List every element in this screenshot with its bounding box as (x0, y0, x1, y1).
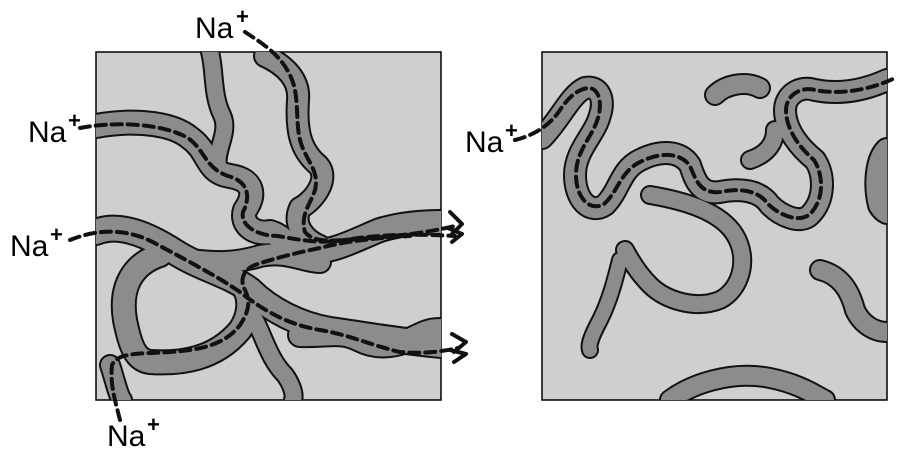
right-panel-disconnected (513, 51, 897, 401)
svg-text:+: + (68, 108, 81, 133)
svg-text:Na: Na (195, 12, 234, 45)
ion-label-middle-left: Na + (10, 222, 63, 263)
right-ion-pathways (513, 76, 897, 221)
right-path-dead-end (513, 76, 897, 221)
ion-label-right-panel: Na + (465, 118, 518, 159)
svg-text:Na: Na (10, 230, 49, 263)
arrow-head-upper-icon (446, 210, 464, 244)
svg-text:+: + (505, 118, 518, 143)
svg-text:+: + (236, 4, 249, 29)
svg-text:+: + (147, 412, 160, 437)
svg-text:Na: Na (107, 420, 146, 453)
ion-label-bottom: Na + (107, 412, 160, 453)
ion-label-top: Na + (195, 4, 249, 45)
arrow-head-lower-icon (448, 332, 468, 364)
left-path-upper (78, 122, 457, 244)
left-ion-pathways (68, 30, 468, 422)
left-path-lower (68, 229, 460, 355)
svg-text:+: + (50, 222, 63, 247)
left-panel-connected (68, 30, 468, 422)
svg-text:Na: Na (28, 116, 67, 149)
ion-label-upper-left: Na + (28, 108, 81, 149)
svg-text:Na: Na (465, 126, 504, 159)
left-path-bottom (109, 234, 412, 422)
ion-labels: Na + Na + Na + Na + Na + (10, 4, 518, 453)
